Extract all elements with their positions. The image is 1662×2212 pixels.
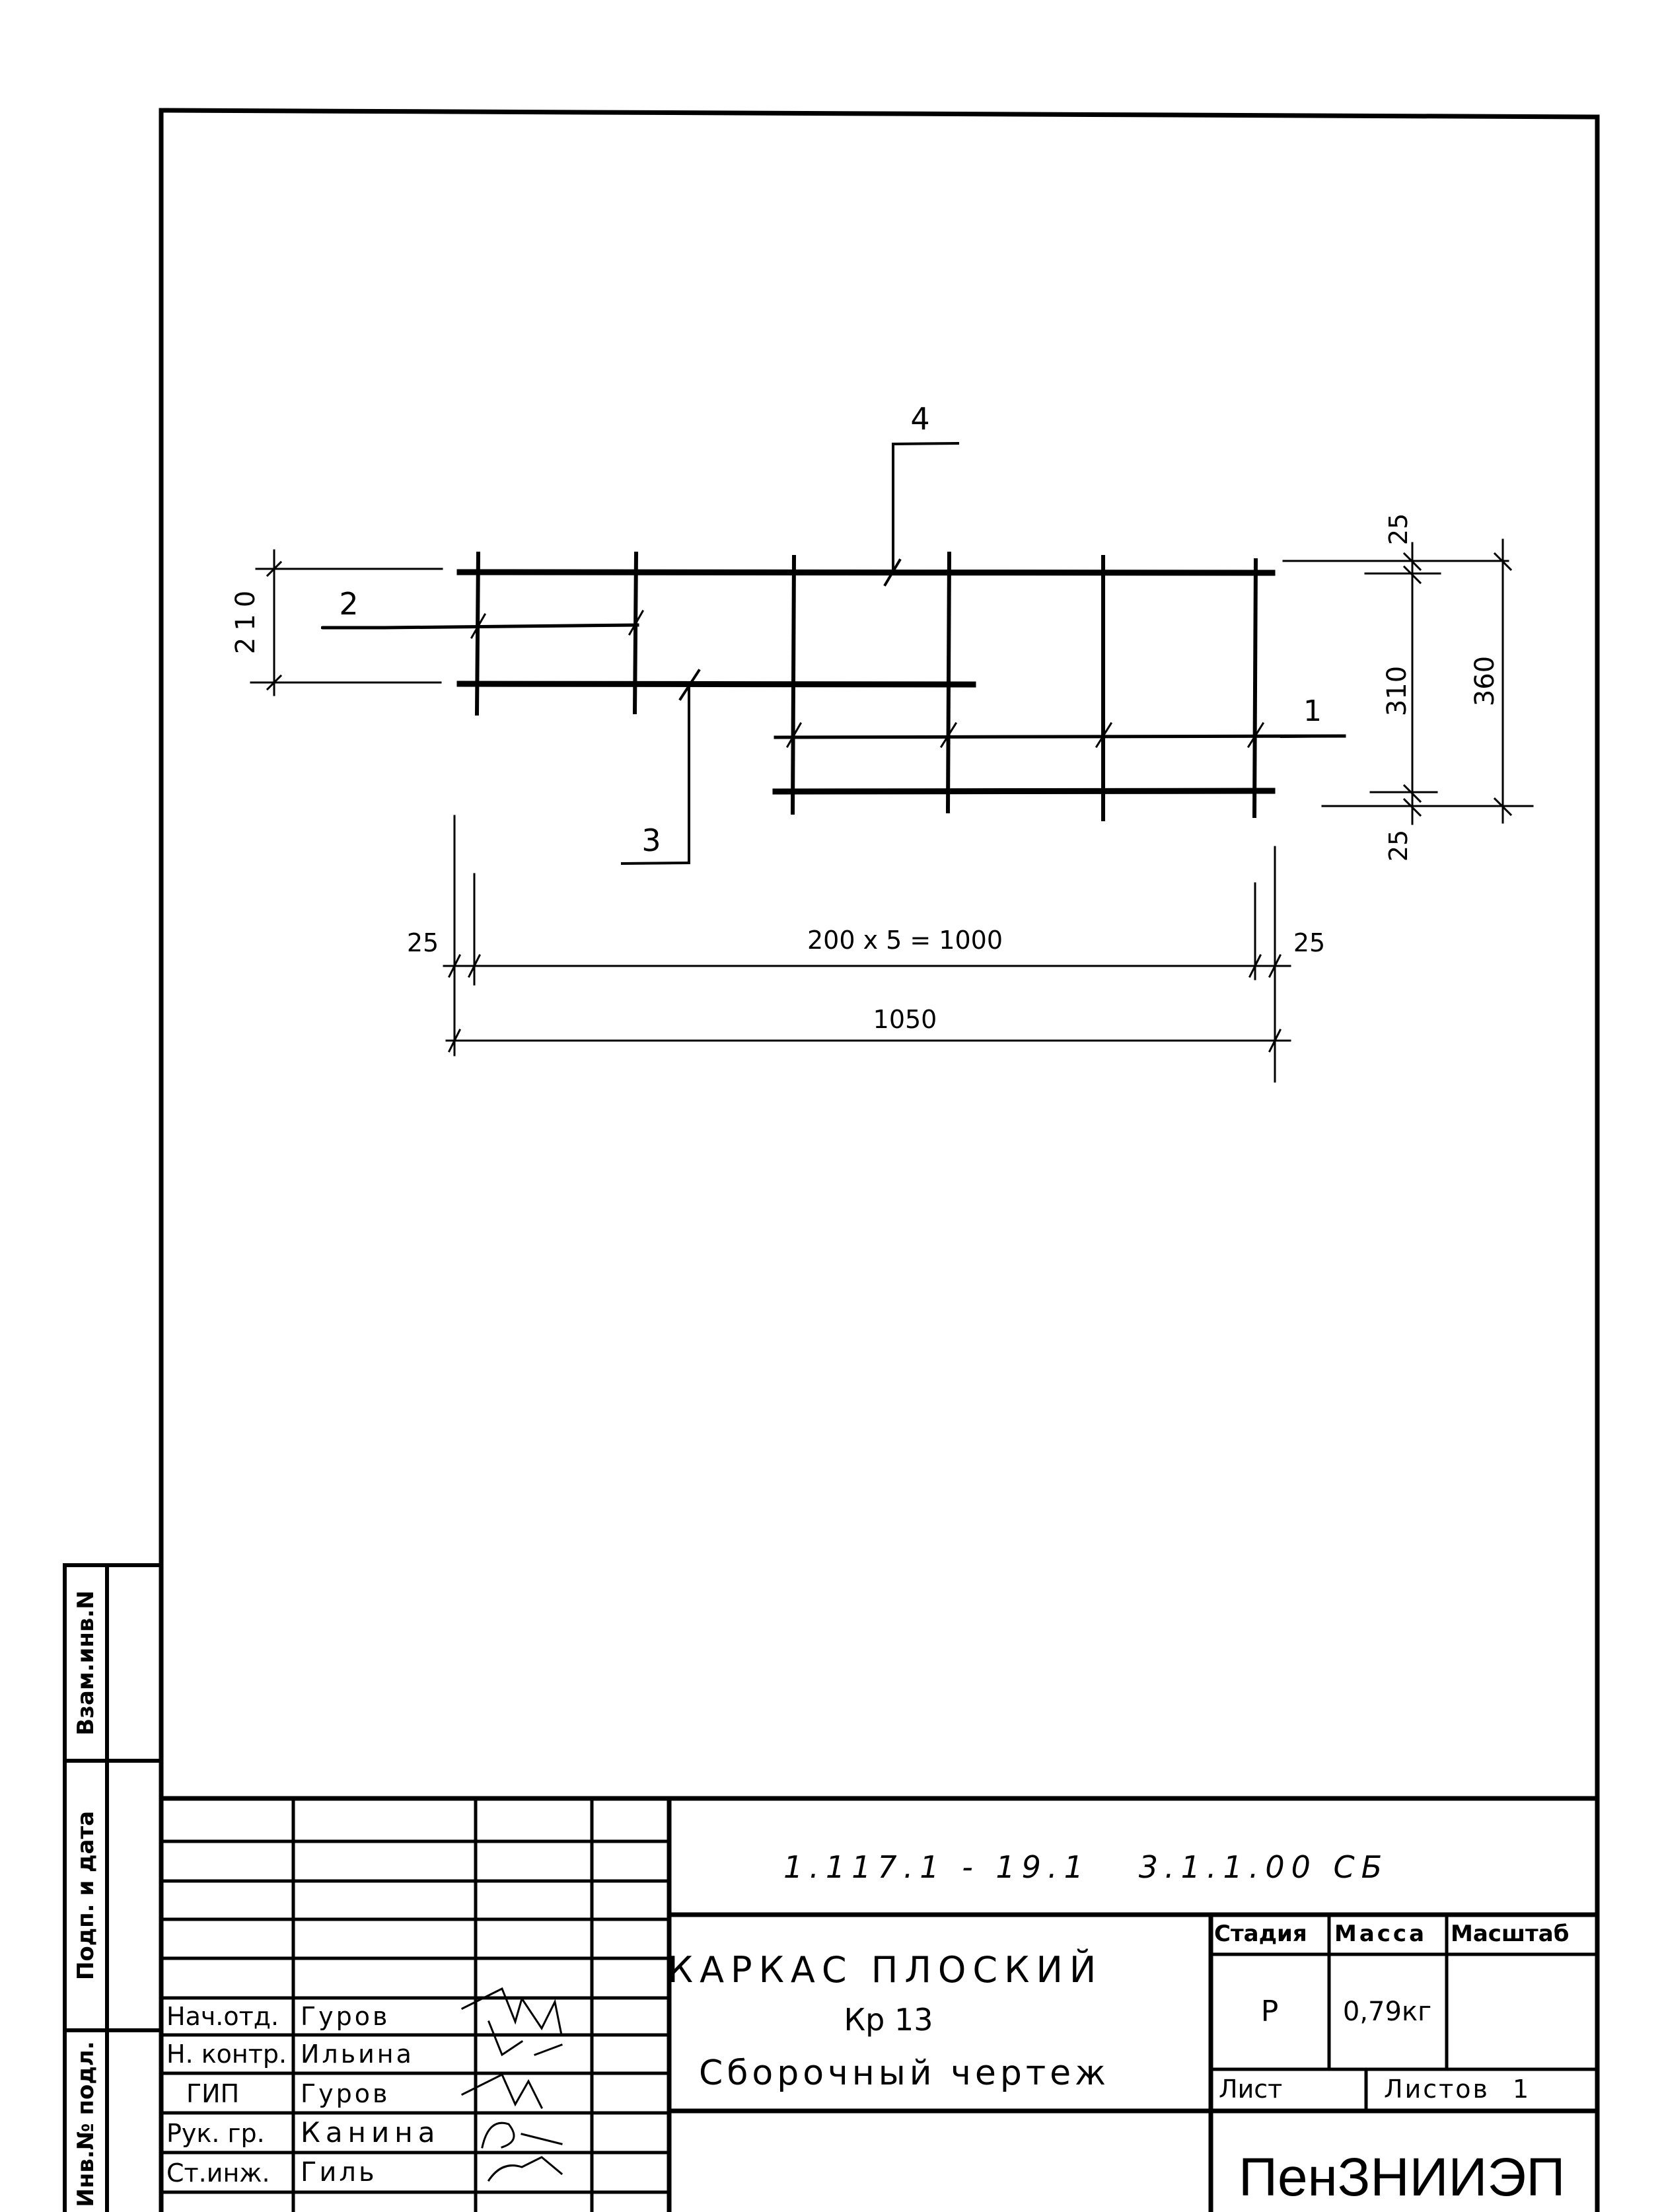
scale-header: Масштаб [1451,1921,1570,1947]
mass-value: 0,79кг [1342,1997,1432,2027]
transverse-bars [474,551,1258,821]
dim-bottom-right-25: 25 [1293,928,1326,957]
sheets-label: Листов [1384,2075,1490,2104]
dim-bottom-total: 1050 [873,1005,937,1034]
sign-role-head-of-dept: Нач.отд. [166,2002,279,2031]
sign-role-norm-control: Н. контр. [166,2040,287,2069]
dim-right-360: 360 [1470,655,1500,707]
sign-name-head-of-dept: Гуров [301,2002,390,2031]
callout-4-label: 4 [910,401,930,437]
title-line-1: Каркас плоский [667,1949,1103,1991]
weld-ticks [470,609,1265,749]
organization-name: ПенЗНИИЭП [1239,2147,1566,2207]
callout-1-label: 1 [1303,694,1322,728]
longitudinal-bars [456,569,1276,795]
dim-right-bottom-25: 25 [1384,829,1413,862]
mass-header: Масса [1334,1921,1427,1947]
dimension-lines [250,538,1534,1083]
leader-lines [321,441,1346,866]
sign-role-group-lead: Рук. гр. [166,2119,265,2148]
sign-name-chief-engineer: Гуров [301,2079,390,2108]
side-strip-signature-date: Подп. и дата [73,1810,99,1981]
dim-right-top-25: 25 [1384,513,1413,546]
sign-role-senior-engineer: Ст.инж. [166,2158,270,2188]
title-line-2: Кр 13 [844,2002,933,2038]
drawing-frame [159,108,1600,2212]
sign-name-group-lead: Канина [301,2116,441,2149]
sheet-label: Лист [1219,2075,1283,2104]
title-line-3: Сборочный чертеж [699,2053,1110,2093]
side-strip-replacement-inv: Взам.инв.N [73,1590,99,1736]
callout-2-label: 2 [339,586,359,622]
dim-right-310: 310 [1382,665,1412,717]
sheets-value: 1 [1513,2075,1529,2104]
sign-role-chief-engineer: ГИП [186,2079,240,2108]
stage-value: Р [1260,1995,1279,2028]
dim-left-210: 210 [231,583,261,655]
document-code: 1.117.1 - 19.1 3.1.1.00 СБ [783,1849,1389,1885]
sign-name-norm-control: Ильина [301,2040,414,2069]
side-strip-grid [63,1563,163,2212]
signature-scribbles [460,1987,563,2182]
side-strip-original-inv: Инв.№ подл. [73,2041,99,2207]
stage-header: Стадия [1214,1921,1307,1947]
callout-3-label: 3 [641,823,661,858]
dim-bottom-spacing: 200 x 5 = 1000 [807,926,1003,955]
title-block-grid [159,1796,1600,2212]
dim-bottom-left-25: 25 [406,928,439,957]
sign-name-senior-engineer: Гиль [301,2157,377,2188]
